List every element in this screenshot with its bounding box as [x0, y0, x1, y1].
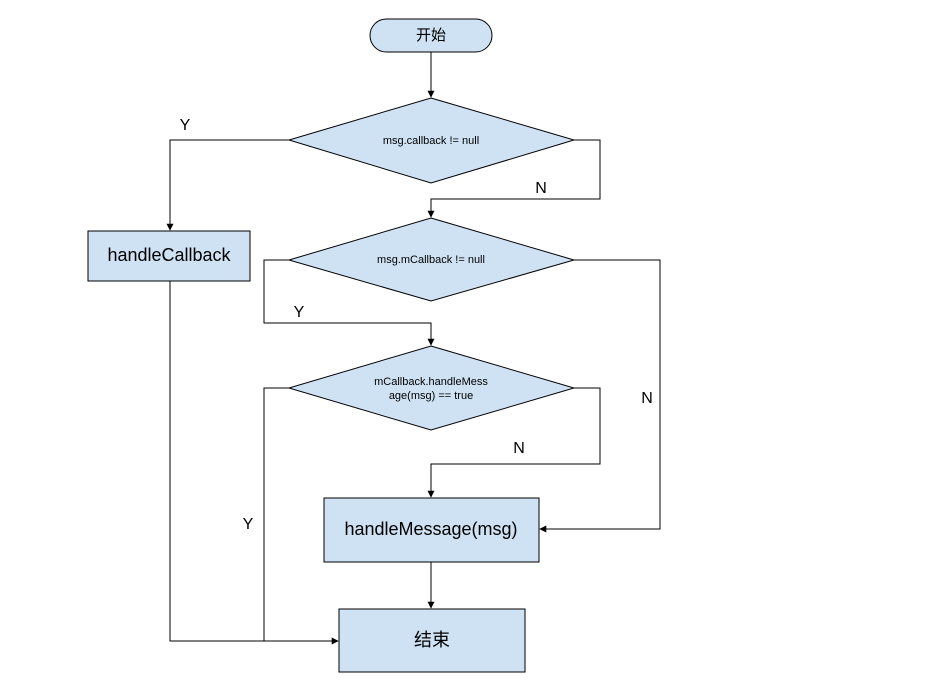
- mcallback-decision: [287, 217, 576, 302]
- edge-handlecallback-to-end: [169, 281, 339, 645]
- mcallback-decision-label: msg.mCallback != null: [377, 254, 485, 266]
- handle-message-decision-label-line1: mCallback.handleMess: [374, 376, 488, 388]
- callback-decision-label: msg.callback != null: [383, 135, 479, 147]
- callback-yes-label: Y: [180, 117, 191, 134]
- handle-yes-label: Y: [243, 516, 254, 533]
- edge-callback-yes: [166, 139, 289, 231]
- mcallback-no-label: N: [641, 390, 653, 407]
- edge-mcallback-no: [539, 259, 661, 533]
- start-label: 开始: [416, 27, 446, 44]
- handle-message-decision-label-line2: age(msg) == true: [389, 390, 473, 402]
- handle-message-label: handleMessage(msg): [344, 519, 517, 539]
- edge-handle-yes: [263, 387, 289, 641]
- edge-mcallback-yes: [263, 259, 435, 346]
- handle-message-node: [323, 497, 540, 563]
- edge-callback-no: [427, 139, 601, 218]
- end-node: [338, 608, 526, 673]
- end-label: 结束: [414, 630, 450, 650]
- edge-handle-no: [427, 387, 601, 498]
- start-node: [369, 18, 493, 53]
- handle-no-label: N: [513, 440, 525, 457]
- callback-decision: [287, 97, 576, 184]
- callback-no-label: N: [535, 180, 547, 197]
- mcallback-yes-label: Y: [294, 304, 305, 321]
- handle-callback-label: handleCallback: [107, 245, 231, 265]
- handle-message-decision: [287, 345, 576, 431]
- handle-callback-node: [87, 230, 251, 282]
